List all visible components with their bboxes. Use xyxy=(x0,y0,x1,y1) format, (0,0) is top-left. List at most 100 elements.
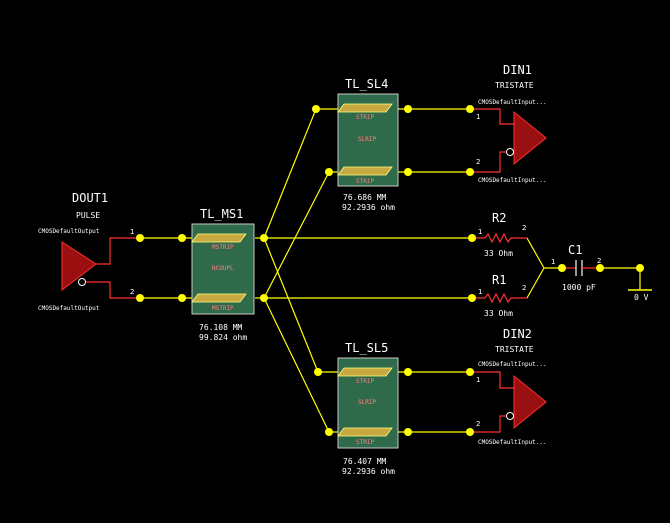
wire-ms1-sl4-bottom[interactable] xyxy=(263,171,330,299)
node-sl5-out1[interactable] xyxy=(404,368,412,376)
tl-ms1-name: TL_MS1 xyxy=(200,207,243,221)
din2-pin2-number: 2 xyxy=(476,420,480,428)
node-c1-pin2[interactable] xyxy=(596,264,604,272)
dout1-type: PULSE xyxy=(76,211,100,220)
tl-sl5-length: 76.407 MM xyxy=(343,457,387,466)
din2-pin1-number: 1 xyxy=(476,376,480,384)
node-din2-pin2[interactable] xyxy=(466,428,474,436)
node-dout1-pin2[interactable] xyxy=(136,294,144,302)
c1-name: C1 xyxy=(568,243,582,257)
din1-pin2-stub xyxy=(470,151,506,173)
node-din1-pin1[interactable] xyxy=(466,105,474,113)
node-sl5-in2[interactable] xyxy=(325,428,333,436)
din1-model-bottom: CMOSDefaultInput... xyxy=(478,177,547,184)
c1-pin1-number: 1 xyxy=(551,258,555,266)
tl-sl4-stripline[interactable]: TL_SL4 STRIP STRIP SLRIP 76.686 MM 92.29… xyxy=(337,77,399,212)
resistor-r1[interactable]: R1 33 Ohm 1 2 xyxy=(472,273,527,318)
tl-ms1-length: 76.108 MM xyxy=(199,323,243,332)
node-dout1-pin1[interactable] xyxy=(136,234,144,242)
r2-pin1-number: 1 xyxy=(478,228,482,236)
din2-triangle-icon xyxy=(513,374,547,430)
node-din1-pin2[interactable] xyxy=(466,168,474,176)
tl-ms1-impedance: 99.824 ohm xyxy=(199,333,247,342)
node-din2-pin1[interactable] xyxy=(466,368,474,376)
ground-label: 0 V xyxy=(634,293,649,302)
din2-name: DIN2 xyxy=(503,327,532,341)
node-sl4-in2[interactable] xyxy=(325,168,333,176)
tl-sl5-strip-bottom-label: STRIP xyxy=(356,439,374,446)
dout1-model-top: CMOSDefaultOutput xyxy=(38,228,100,235)
dout1-pin1-stub xyxy=(96,237,140,265)
din2-receiver[interactable]: DIN2 TRISTATE CMOSDefaultInput... CMOSDe… xyxy=(470,327,547,446)
tl-sl5-strip-top xyxy=(337,367,393,377)
din1-triangle-icon xyxy=(513,110,547,166)
r1-value: 33 Ohm xyxy=(484,309,513,318)
din1-inversion-bubble-icon xyxy=(506,148,514,156)
dout1-pin2-number: 2 xyxy=(130,288,134,296)
din2-inversion-bubble-icon xyxy=(506,412,514,420)
tl-sl4-strip-top xyxy=(337,103,393,113)
r1-pin2-number: 2 xyxy=(522,284,526,292)
c1-value: 1000 pF xyxy=(562,283,596,292)
tl-sl4-impedance: 92.2936 ohm xyxy=(342,203,395,212)
tl-ms1-coupled-line[interactable]: TL_MS1 MSTRIP MSTRIP NCOUPL 76.108 MM 99… xyxy=(191,207,255,342)
dout1-triangle-icon xyxy=(61,241,97,292)
tl-ms1-strip-top xyxy=(191,233,247,243)
r2-value: 33 Ohm xyxy=(484,249,513,258)
tl-sl5-name: TL_SL5 xyxy=(345,341,388,355)
tl-sl5-stripline[interactable]: TL_SL5 STRIP STRIP SLRIP 76.407 MM 92.29… xyxy=(337,341,399,476)
c1-pin2-number: 2 xyxy=(597,257,601,265)
din2-model-top: CMOSDefaultInput... xyxy=(478,361,547,368)
node-ms1-out1[interactable] xyxy=(260,234,268,242)
r1-pin1-number: 1 xyxy=(478,288,482,296)
din1-pin2-number: 2 xyxy=(476,158,480,166)
node-r1-pin1[interactable] xyxy=(468,294,476,302)
node-ms1-out2[interactable] xyxy=(260,294,268,302)
node-c1-pin1[interactable] xyxy=(558,264,566,272)
wire-r1-to-c1[interactable] xyxy=(526,267,545,299)
node-sl4-out2[interactable] xyxy=(404,168,412,176)
din2-pin1-stub xyxy=(470,371,514,389)
tl-sl4-length: 76.686 MM xyxy=(343,193,387,202)
din2-type: TRISTATE xyxy=(495,345,534,354)
din1-pin1-stub xyxy=(470,108,514,125)
ground-rail[interactable]: 0 V xyxy=(628,289,652,302)
r2-name: R2 xyxy=(492,211,506,225)
node-sl4-in1[interactable] xyxy=(312,105,320,113)
capacitor-c1[interactable]: C1 1000 pF 1 2 xyxy=(551,243,601,292)
dout1-inversion-bubble-icon xyxy=(78,278,86,286)
node-sl5-out2[interactable] xyxy=(404,428,412,436)
tl-sl5-middle-label: SLRIP xyxy=(358,399,376,406)
din1-receiver[interactable]: DIN1 TRISTATE CMOSDefaultInput... CMOSDe… xyxy=(470,63,547,184)
r2-zigzag-icon xyxy=(472,232,527,244)
din2-model-bottom: CMOSDefaultInput... xyxy=(478,439,547,446)
node-r2-pin1[interactable] xyxy=(468,234,476,242)
node-ms1-in2[interactable] xyxy=(178,294,186,302)
nodes xyxy=(136,105,644,436)
dout1-pin1-number: 1 xyxy=(130,228,134,236)
r1-zigzag-icon xyxy=(472,292,527,304)
node-ground[interactable] xyxy=(636,264,644,272)
tl-ms1-strip-bottom xyxy=(191,293,247,303)
din1-name: DIN1 xyxy=(503,63,532,77)
r2-pin2-number: 2 xyxy=(522,224,526,232)
node-ms1-in1[interactable] xyxy=(178,234,186,242)
tl-sl4-strip-top-label: STRIP xyxy=(356,114,374,121)
din1-type: TRISTATE xyxy=(495,81,534,90)
tl-sl4-middle-label: SLRIP xyxy=(358,136,376,143)
wire-ms1-sl4-top[interactable] xyxy=(263,108,317,239)
r1-name: R1 xyxy=(492,273,506,287)
node-sl5-in1[interactable] xyxy=(314,368,322,376)
din1-pin1-number: 1 xyxy=(476,113,480,121)
node-sl4-out1[interactable] xyxy=(404,105,412,113)
tl-sl5-strip-top-label: STRIP xyxy=(356,378,374,385)
tl-ms1-strip-bottom-label: MSTRIP xyxy=(212,305,234,312)
wire-ms1-sl5-bottom[interactable] xyxy=(263,297,330,433)
wire-ms1-sl5-top[interactable] xyxy=(263,237,319,373)
wire-r2-to-c1[interactable] xyxy=(526,237,545,269)
resistor-r2[interactable]: R2 33 Ohm 1 2 xyxy=(472,211,527,258)
dout1-driver[interactable]: DOUT1 PULSE CMOSDefaultOutput CMOSDefaul… xyxy=(38,191,140,312)
din2-pin2-stub xyxy=(470,415,506,433)
